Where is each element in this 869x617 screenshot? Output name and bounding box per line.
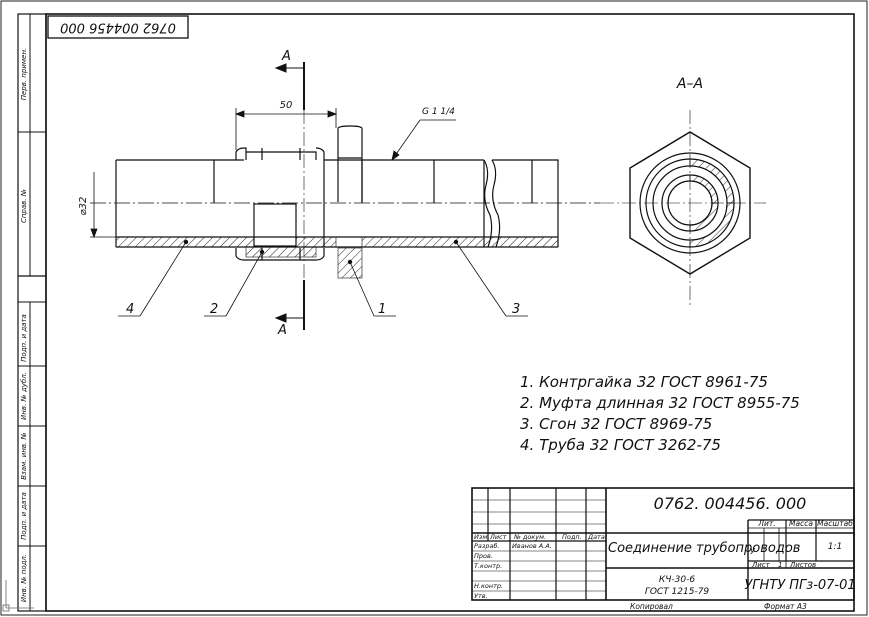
leader-label-3: 3 xyxy=(512,302,520,317)
parts-list-item-1: 1. Контргайка 32 ГОСТ 8961-75 xyxy=(520,373,768,391)
section-cut-marks xyxy=(274,62,305,330)
parts-list: 1. Контргайка 32 ГОСТ 8961-75 2. Муфта д… xyxy=(520,373,800,454)
row-label-utv: Утв. xyxy=(474,592,488,600)
row-label-razrab: Разраб. xyxy=(474,542,500,550)
doc-number: 0762. 004456. 000 xyxy=(654,494,807,513)
dimension-diameter xyxy=(90,172,116,239)
drawing-title: Соединение трубопроводов xyxy=(608,541,800,556)
label-inv-dubl: Инв. № дубл. xyxy=(20,372,28,420)
parts-list-item-2: 2. Муфта длинная 32 ГОСТ 8955-75 xyxy=(520,394,800,412)
dim-diameter-text: ⌀32 xyxy=(78,197,89,216)
title-mark: У xyxy=(750,547,756,556)
sheet-value: 1 xyxy=(778,561,782,569)
section-mark-bottom: A xyxy=(277,323,287,338)
parts-list-item-3: 3. Сгон 32 ГОСТ 8969-75 xyxy=(520,415,712,433)
top-code-box: 0762 004456 000 xyxy=(47,15,189,39)
material-line-2: ГОСТ 1215-79 xyxy=(645,587,710,597)
section-hatching xyxy=(115,236,559,279)
top-code-text: 0762 004456 000 xyxy=(60,20,176,35)
sheet-label: Лист xyxy=(751,561,771,569)
format-label: Формат А3 xyxy=(764,602,807,611)
sheets-label: Листов xyxy=(789,561,816,569)
lit-header: Лит. xyxy=(757,519,775,528)
scale-value: 1:1 xyxy=(828,542,842,552)
col-header-izm: Изм xyxy=(474,533,487,541)
label-podp-data-1: Подп. и дата xyxy=(20,314,28,362)
parts-list-item-4: 4. Труба 32 ГОСТ 3262-75 xyxy=(520,436,721,454)
label-sprav-no: Справ. № xyxy=(20,189,28,223)
part-leaders xyxy=(118,239,528,317)
row-label-tkontr: Т.контр. xyxy=(474,562,502,570)
title-block xyxy=(471,487,855,601)
col-header-doc-no: № докум. xyxy=(513,533,546,541)
leader-label-4: 4 xyxy=(126,302,134,317)
col-header-list: Лист xyxy=(489,533,507,541)
left-strip: Перв. примен. Справ. № Подп. и дата Инв.… xyxy=(17,13,47,612)
label-podp-data-2: Подп. и дата xyxy=(20,492,28,540)
copied-label: Копировал xyxy=(630,602,673,611)
thread-leader xyxy=(391,119,456,161)
dimension-length xyxy=(234,108,338,150)
section-view-title: A–A xyxy=(676,76,703,92)
organization: УГНТУ ПГз-07-01 xyxy=(744,578,855,593)
col-header-data: Дата xyxy=(587,533,605,541)
mass-header: Масса xyxy=(789,519,813,528)
leader-label-2: 2 xyxy=(210,302,218,317)
row-label-prov: Пров. xyxy=(474,552,493,560)
thread-label-text: G 1 1/4 xyxy=(422,107,455,117)
col-header-podp: Подп. xyxy=(562,533,582,541)
leader-label-1: 1 xyxy=(378,302,386,317)
drawing-frame xyxy=(45,13,855,612)
label-inv-podl: Инв. № подл. xyxy=(20,554,28,602)
material-line-1: КЧ-30-6 xyxy=(659,575,696,585)
developer-name: Иванов А.А. xyxy=(512,542,552,550)
ucs-axis-icon xyxy=(2,580,34,612)
row-label-nkontr: Н.контр. xyxy=(474,582,503,590)
section-view xyxy=(600,110,766,306)
dim-length-text: 50 xyxy=(280,100,293,111)
label-perv-primen: Перв. примен. xyxy=(20,48,28,101)
label-vzam-inv: Взам. инв. № xyxy=(20,432,28,480)
scale-header: Масштаб xyxy=(817,519,853,528)
section-mark-top: A xyxy=(281,49,291,64)
